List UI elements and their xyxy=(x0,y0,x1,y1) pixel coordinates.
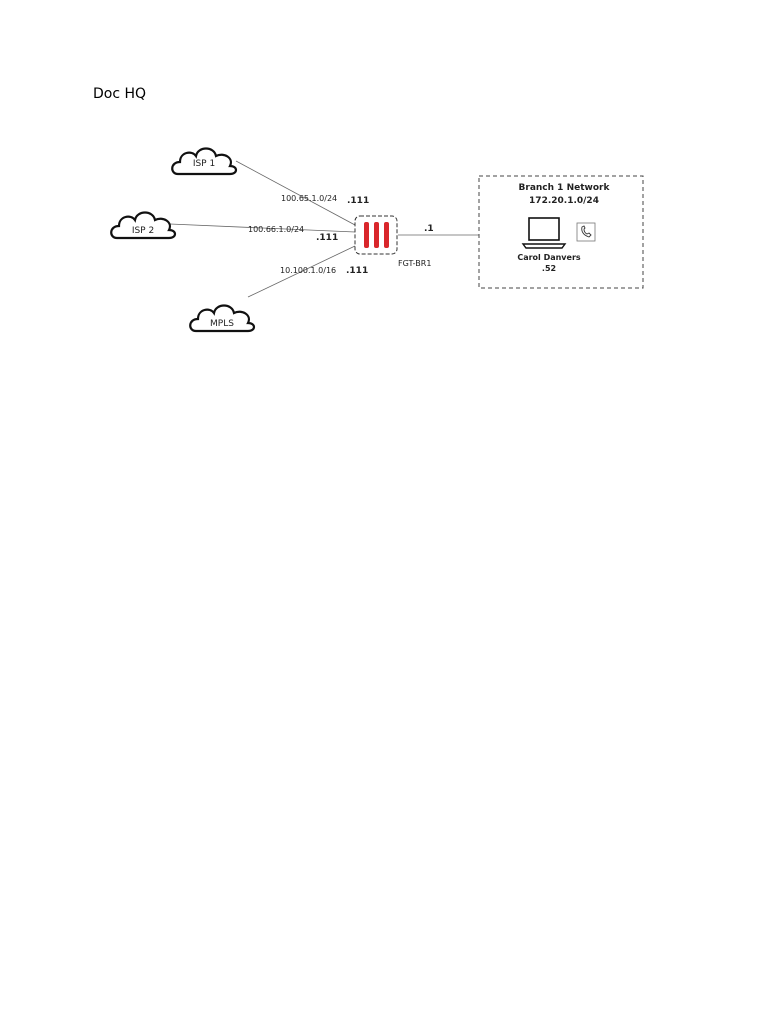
firewall-fgt-br1: FGT-BR1 xyxy=(354,215,431,268)
cloud-label-isp2: ISP 2 xyxy=(132,226,154,236)
network-diagram: ISP 1 ISP 2 MPLS 100.65.1.0/24 100.66.1.… xyxy=(110,147,644,333)
phone-icon xyxy=(576,222,596,242)
branch-network-box: Branch 1 Network 172.20.1.0/24 Carol Dan… xyxy=(478,175,644,289)
cloud-mpls: MPLS xyxy=(189,304,256,333)
document-title: Doc HQ xyxy=(93,86,147,102)
cloud-icon xyxy=(189,304,256,333)
cloud-label-mpls: MPLS xyxy=(210,319,234,329)
fortigate-icon xyxy=(354,215,398,255)
host-label-isp2: .111 xyxy=(316,233,338,243)
link-isp2 xyxy=(169,223,356,233)
branch-subnet: 172.20.1.0/24 xyxy=(529,196,599,206)
cloud-icon xyxy=(110,211,177,240)
subnet-label-isp1: 100.65.1.0/24 xyxy=(281,194,337,203)
cloud-isp2: ISP 2 xyxy=(110,211,177,240)
cloud-label-isp1: ISP 1 xyxy=(193,159,215,169)
firewall-name: FGT-BR1 xyxy=(398,259,431,268)
link-isp1 xyxy=(235,160,356,226)
lan-host-label: .1 xyxy=(424,224,434,234)
host-label-mpls: .111 xyxy=(346,266,368,276)
subnet-label-mpls: 10.100.1.0/16 xyxy=(280,266,336,275)
cloud-icon xyxy=(171,147,238,176)
user-name: Carol Danvers xyxy=(517,253,581,262)
laptop-icon xyxy=(521,217,567,249)
link-mpls xyxy=(247,245,356,298)
host-label-isp1: .111 xyxy=(347,196,369,206)
branch-title: Branch 1 Network xyxy=(519,183,611,193)
cloud-isp1: ISP 1 xyxy=(171,147,238,176)
user-host: .52 xyxy=(542,264,556,273)
subnet-label-isp2: 100.66.1.0/24 xyxy=(248,225,304,234)
